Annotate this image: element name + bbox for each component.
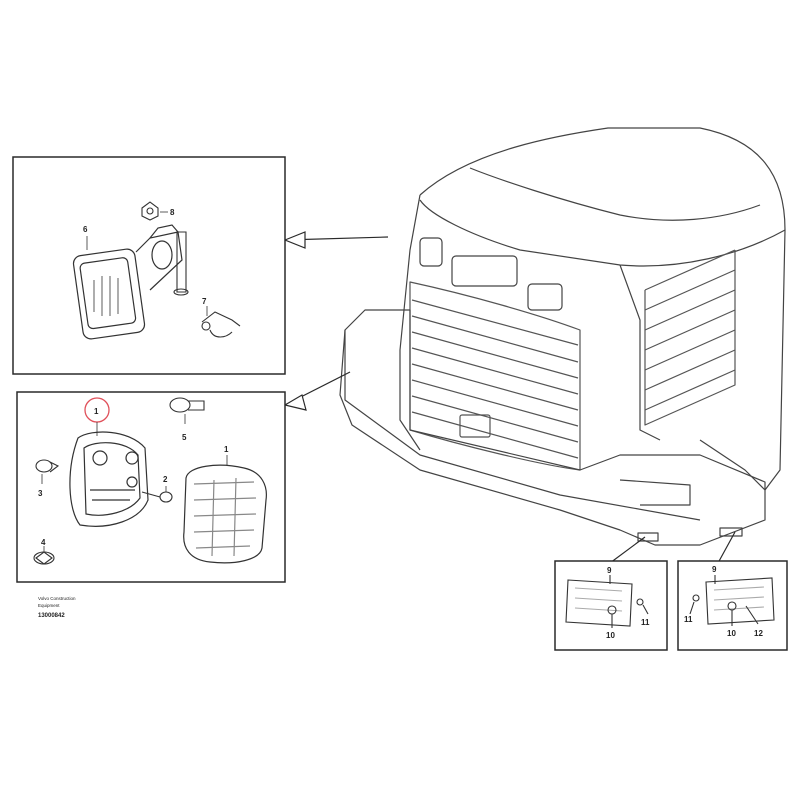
hood-outline [419, 127, 786, 491]
callout-8: 8 [170, 208, 175, 217]
bumper-lamp-right [719, 527, 743, 537]
lamp-lens [183, 464, 267, 564]
hood-lamp-right [527, 283, 563, 311]
work-lamp [72, 224, 183, 340]
lower-callout-lines [41, 414, 228, 552]
callout-2: 2 [163, 475, 168, 484]
reflector-plate-a [565, 579, 633, 627]
bumper [339, 309, 766, 546]
callout-12b: 12 [754, 629, 763, 638]
bumper-edge [344, 330, 701, 521]
hex-nut [141, 201, 159, 221]
callout-11a: 11 [641, 618, 650, 627]
reflector-inset-right: 9 11 10 12 [677, 560, 788, 651]
callout-10b: 10 [727, 629, 736, 638]
leader-lines [283, 231, 736, 564]
callout-7: 7 [202, 297, 207, 306]
hood-left-side [399, 194, 421, 451]
reflector-plate-b [705, 577, 775, 625]
side-louvers [644, 249, 736, 426]
callout-4: 4 [41, 538, 46, 547]
bumper-lamp-left [637, 532, 659, 542]
hood-lamp-left [419, 237, 443, 267]
hood-side [619, 264, 661, 441]
bulb-top [169, 397, 205, 413]
callout-9b: 9 [712, 565, 717, 574]
callout-1-lens: 1 [224, 445, 229, 454]
lower-inset: 1 5 3 2 1 4 [16, 391, 286, 583]
callout-5: 5 [182, 433, 187, 442]
document-number: 13000842 [38, 613, 65, 619]
bulb-left [35, 459, 60, 473]
callout-6: 6 [83, 225, 88, 234]
reflector-inset-left: 9 11 10 [554, 560, 668, 651]
upper-inset: 8 6 7 [12, 156, 286, 375]
hood-lamp-center [451, 255, 518, 287]
callout-3: 3 [38, 489, 43, 498]
callout-11b: 11 [684, 615, 693, 624]
lower-inset-frame [16, 391, 286, 583]
credit-line-1: Volvo Construction [38, 596, 76, 601]
mounting-bolt [173, 231, 189, 296]
credit-block: Volvo Construction Equipment 13000842 [38, 596, 76, 619]
lamp-housing [69, 431, 149, 527]
upper-callout-lines [86, 211, 208, 316]
callout-9a: 9 [607, 566, 612, 575]
callout-10a: 10 [606, 631, 615, 640]
machine-front [339, 127, 786, 546]
bumper-corner [619, 479, 691, 506]
wiring-clip [201, 311, 241, 338]
hood-roof-line [469, 167, 761, 221]
upper-inset-frame [12, 156, 286, 375]
callout-1-housing: 1 [94, 407, 99, 416]
credit-line-2: Equipment [38, 603, 60, 608]
